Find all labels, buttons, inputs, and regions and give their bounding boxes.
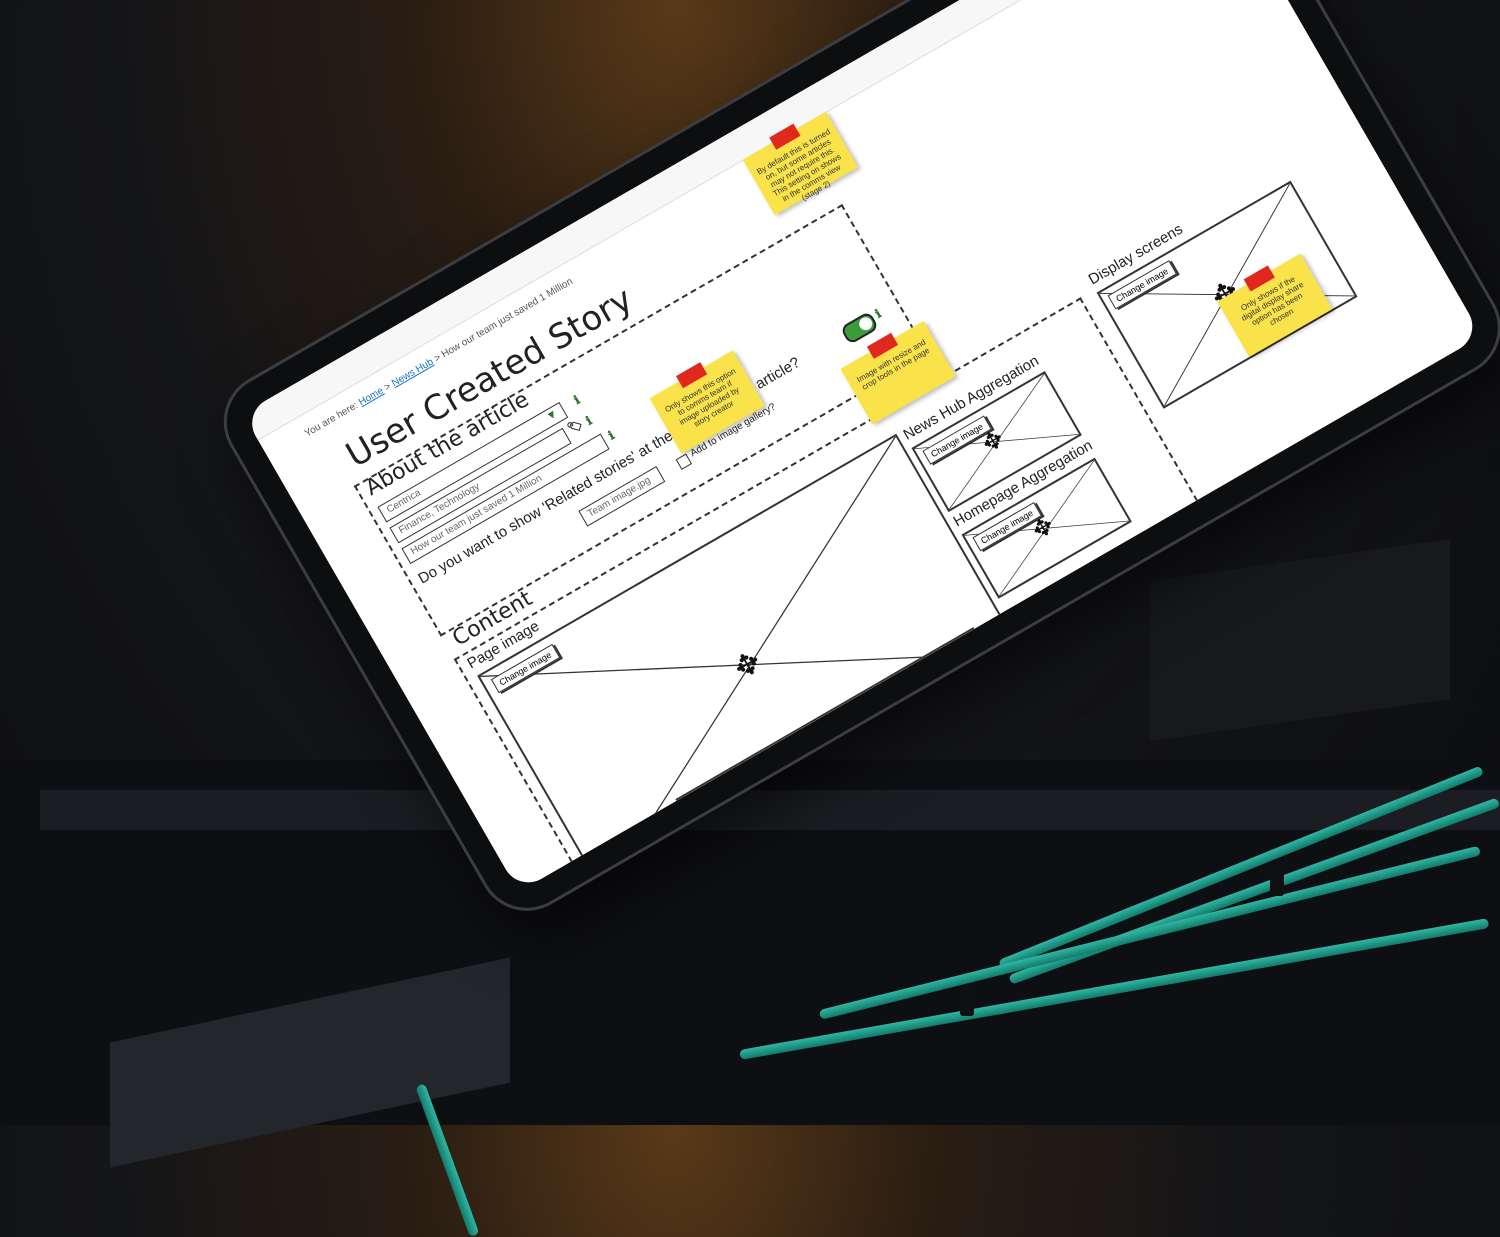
cable-clip [960, 988, 974, 1016]
info-icon[interactable]: ℹ [605, 428, 617, 443]
info-icon[interactable]: ℹ [571, 392, 583, 408]
tablet-screen: +<♥△ You are here: Home > News Hub > How… [242, 0, 1482, 892]
gallery-checkbox[interactable] [675, 453, 693, 470]
rack-shelf [40, 790, 1500, 830]
news-hub-image-placeholder: Change image ✥ [911, 371, 1082, 513]
related-stories-toggle[interactable] [839, 310, 880, 346]
breadcrumb-home-link[interactable]: Home [356, 385, 386, 409]
info-icon[interactable]: ℹ [1056, 740, 1068, 756]
tag-icon[interactable]: 🏷 [565, 416, 586, 437]
breadcrumb-hub-link[interactable]: News Hub [389, 356, 436, 390]
homepage-image-placeholder: Change image ✥ [961, 457, 1132, 599]
cable-clip [1270, 868, 1284, 896]
rack-panel [1150, 538, 1450, 742]
info-icon[interactable]: ℹ [583, 413, 595, 428]
